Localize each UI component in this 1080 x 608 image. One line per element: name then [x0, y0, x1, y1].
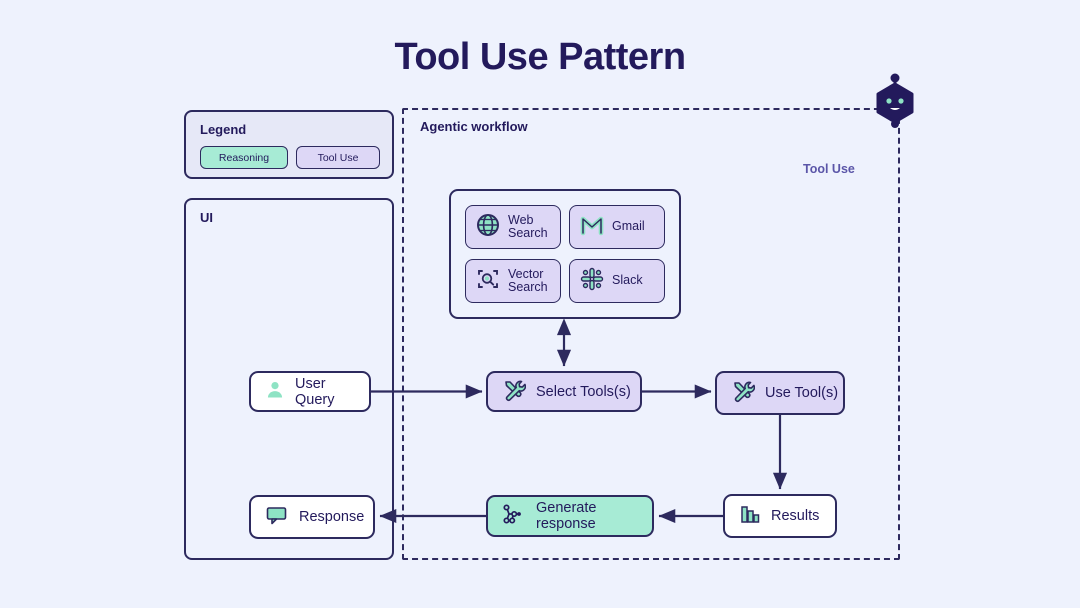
tool-card-vector-search-label: Vector Search — [508, 266, 548, 294]
agentic-workflow-label: Agentic workflow — [420, 119, 528, 134]
node-results-label: Results — [771, 508, 820, 524]
tool-card-web-search[interactable]: Web Search — [465, 205, 561, 249]
legend-chip-tool-use: Tool Use — [296, 146, 380, 169]
tool-card-slack[interactable]: Slack — [569, 259, 665, 303]
agentic-workflow-region — [402, 108, 900, 560]
tool-use-section-label: Tool Use — [803, 162, 855, 176]
gmail-icon — [579, 212, 605, 243]
node-select-tools-label: Select Tools(s) — [536, 383, 631, 400]
slack-icon — [579, 266, 605, 297]
tools-group: Web Search Gmail — [449, 189, 681, 319]
node-response[interactable]: Response — [249, 495, 375, 539]
legend-panel: Legend Reasoning Tool Use — [184, 110, 394, 179]
globe-icon — [475, 212, 501, 243]
legend-chip-reasoning: Reasoning — [200, 146, 288, 169]
node-user-query-label: User Query — [295, 375, 335, 408]
user-icon — [265, 380, 285, 404]
tool-card-gmail-label: Gmail — [612, 219, 645, 234]
tools-icon — [502, 378, 527, 406]
legend-title: Legend — [200, 122, 247, 137]
node-generate-response[interactable]: Generate response — [486, 495, 654, 537]
node-results[interactable]: Results — [723, 494, 837, 538]
legend-chip-reasoning-label: Reasoning — [218, 151, 270, 164]
ui-panel-title: UI — [200, 210, 213, 225]
page-title: Tool Use Pattern — [394, 36, 686, 78]
tools-icon — [731, 379, 756, 407]
bar-chart-icon — [739, 503, 761, 529]
robot-head-icon — [866, 72, 924, 130]
node-graph-icon — [502, 502, 526, 530]
node-user-query[interactable]: User Query — [249, 371, 371, 412]
tool-card-web-search-label: Web Search — [508, 212, 548, 240]
legend-chip-tool-use-label: Tool Use — [317, 151, 359, 164]
node-use-tools-label: Use Tool(s) — [765, 385, 839, 401]
tool-card-gmail[interactable]: Gmail — [569, 205, 665, 249]
tool-card-vector-search[interactable]: Vector Search — [465, 259, 561, 303]
vector-search-icon — [475, 266, 501, 297]
chat-bubble-icon — [265, 504, 289, 530]
node-select-tools[interactable]: Select Tools(s) — [486, 371, 642, 412]
tool-card-slack-label: Slack — [612, 273, 643, 288]
node-generate-response-label: Generate response — [536, 500, 597, 532]
node-use-tools[interactable]: Use Tool(s) — [715, 371, 845, 415]
node-response-label: Response — [299, 509, 365, 525]
